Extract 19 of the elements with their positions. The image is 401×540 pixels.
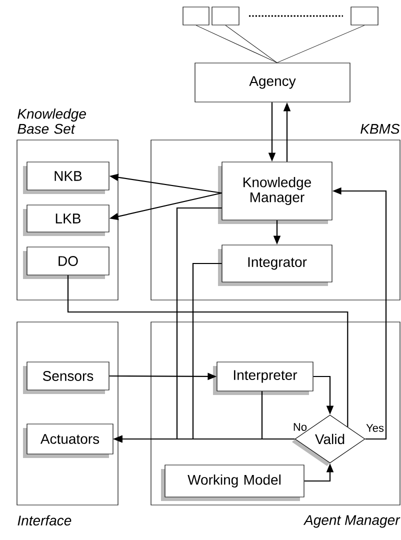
node-label: Interface <box>18 515 72 526</box>
edge-label: No <box>294 423 307 431</box>
empty-box <box>350 6 378 26</box>
node-label: Knowledge Base Set <box>18 108 86 134</box>
process-box: Agency <box>194 62 350 102</box>
process-box: Knowledge Manager <box>218 162 332 224</box>
process-box: Actuators <box>23 424 114 458</box>
edge-label: Yes <box>366 424 384 432</box>
node-label: KBMS <box>360 124 400 134</box>
process-box: Interpreter <box>213 362 314 395</box>
process-box: Working Model <box>161 464 304 501</box>
process-box: Integrator <box>218 244 332 286</box>
empty-box <box>182 6 210 26</box>
process-box: NKB <box>23 162 110 194</box>
node-label: Agent Manager <box>303 515 400 528</box>
process-box: DO <box>23 246 110 279</box>
process-box: LKB <box>23 204 110 236</box>
process-box: Sensors <box>23 362 110 394</box>
empty-box <box>212 6 240 26</box>
